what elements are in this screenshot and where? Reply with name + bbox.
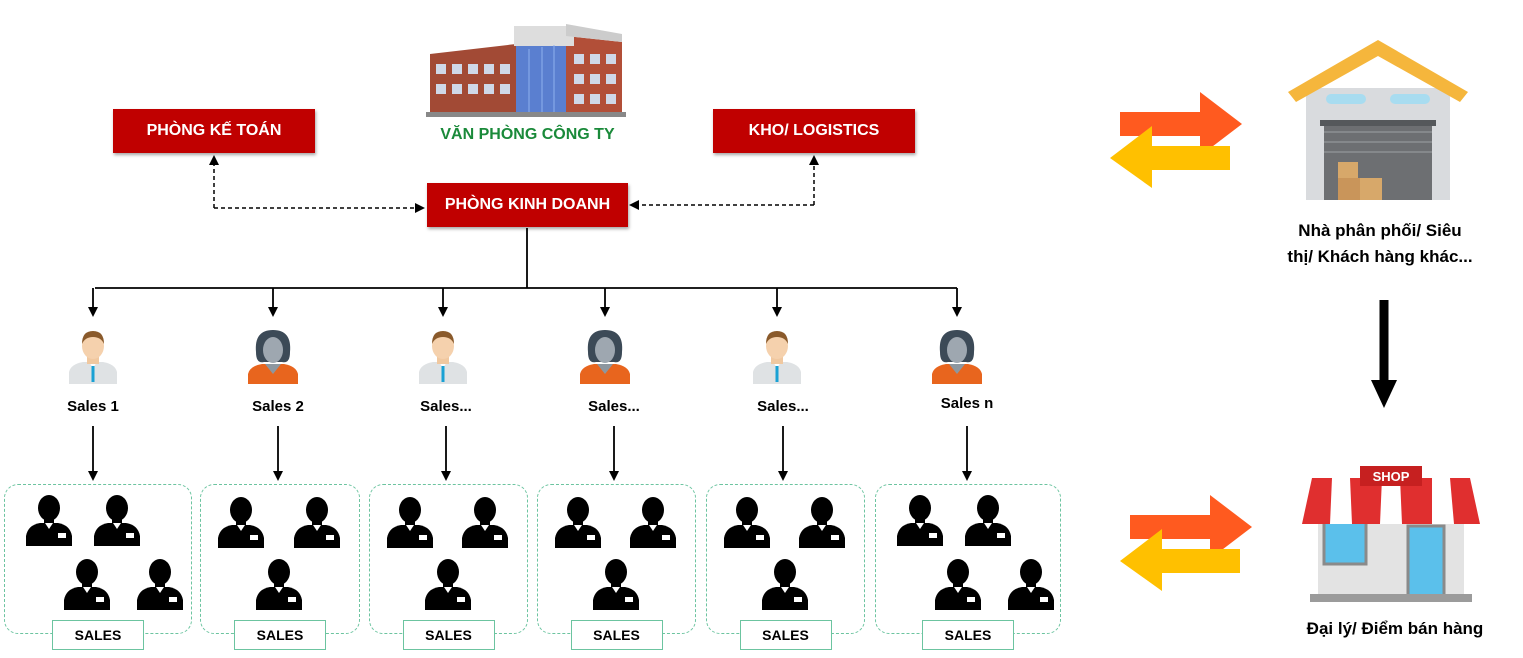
female-avatar-icon bbox=[578, 328, 632, 389]
sales-group-tag: SALES bbox=[922, 620, 1014, 650]
salesperson-label: Sales... bbox=[588, 398, 640, 415]
warehouse-icon bbox=[1288, 38, 1468, 203]
salesperson-label: Sales... bbox=[757, 398, 809, 415]
logistics-dept-box: KHO/ LOGISTICS bbox=[713, 109, 915, 153]
salesperson-label: Sales... bbox=[420, 398, 472, 415]
salesperson-label: Sales n bbox=[940, 395, 994, 412]
agent-label: Đại lý/ Điểm bán hàng bbox=[1306, 619, 1484, 638]
female-avatar-icon bbox=[246, 328, 300, 389]
sales-group-tag: SALES bbox=[402, 620, 495, 650]
male-avatar-icon bbox=[417, 328, 469, 389]
distributor-label-line2: thị/ Khách hàng khác... bbox=[1287, 247, 1473, 266]
sales-dept-box: PHÒNG KINH DOANH bbox=[427, 183, 628, 227]
team-member-icon bbox=[424, 558, 471, 615]
team-member-icon bbox=[724, 496, 770, 553]
team-member-icon bbox=[1008, 558, 1054, 615]
exchange-arrows-icon bbox=[1108, 92, 1242, 188]
accounting-dept-box: PHÒNG KẾ TOÁN bbox=[113, 109, 315, 153]
salesperson-label: Sales 1 bbox=[67, 398, 119, 415]
team-member-icon bbox=[294, 496, 340, 553]
team-member-icon bbox=[462, 496, 508, 553]
male-avatar-icon bbox=[67, 328, 119, 389]
distributor-label: Nhà phân phối/ Siêu thị/ Khách hàng khác… bbox=[1245, 218, 1515, 270]
team-member-icon bbox=[218, 496, 264, 553]
team-member-icon bbox=[26, 494, 72, 551]
exchange-arrows-icon bbox=[1118, 495, 1252, 591]
distributor-label-line1: Nhà phân phối/ Siêu bbox=[1298, 221, 1462, 240]
female-avatar-icon bbox=[930, 328, 984, 389]
team-member-icon bbox=[630, 496, 676, 553]
salesperson-label: Sales 2 bbox=[252, 398, 304, 415]
sales-group-tag: SALES bbox=[52, 620, 144, 650]
team-member-icon bbox=[555, 496, 601, 553]
team-member-icon bbox=[799, 496, 845, 553]
team-member-icon bbox=[592, 558, 639, 615]
team-member-icon bbox=[387, 496, 433, 553]
company-title: VĂN PHÒNG CÔNG TY bbox=[440, 126, 615, 143]
team-member-icon bbox=[94, 494, 140, 551]
team-member-icon bbox=[137, 558, 183, 615]
shop-icon: SHOP bbox=[1302, 464, 1480, 604]
team-member-icon bbox=[935, 558, 981, 615]
team-member-icon bbox=[965, 494, 1011, 551]
sales-group-tag: SALES bbox=[570, 620, 663, 650]
male-avatar-icon bbox=[751, 328, 803, 389]
team-member-icon bbox=[897, 494, 943, 551]
shop-sign-text: SHOP bbox=[1373, 469, 1410, 484]
team-member-icon bbox=[64, 558, 110, 615]
sales-group-tag: SALES bbox=[234, 620, 326, 650]
team-member-icon bbox=[256, 558, 302, 615]
sales-group-tag: SALES bbox=[739, 620, 832, 650]
team-member-icon bbox=[761, 558, 808, 615]
office-building-icon bbox=[426, 14, 626, 119]
